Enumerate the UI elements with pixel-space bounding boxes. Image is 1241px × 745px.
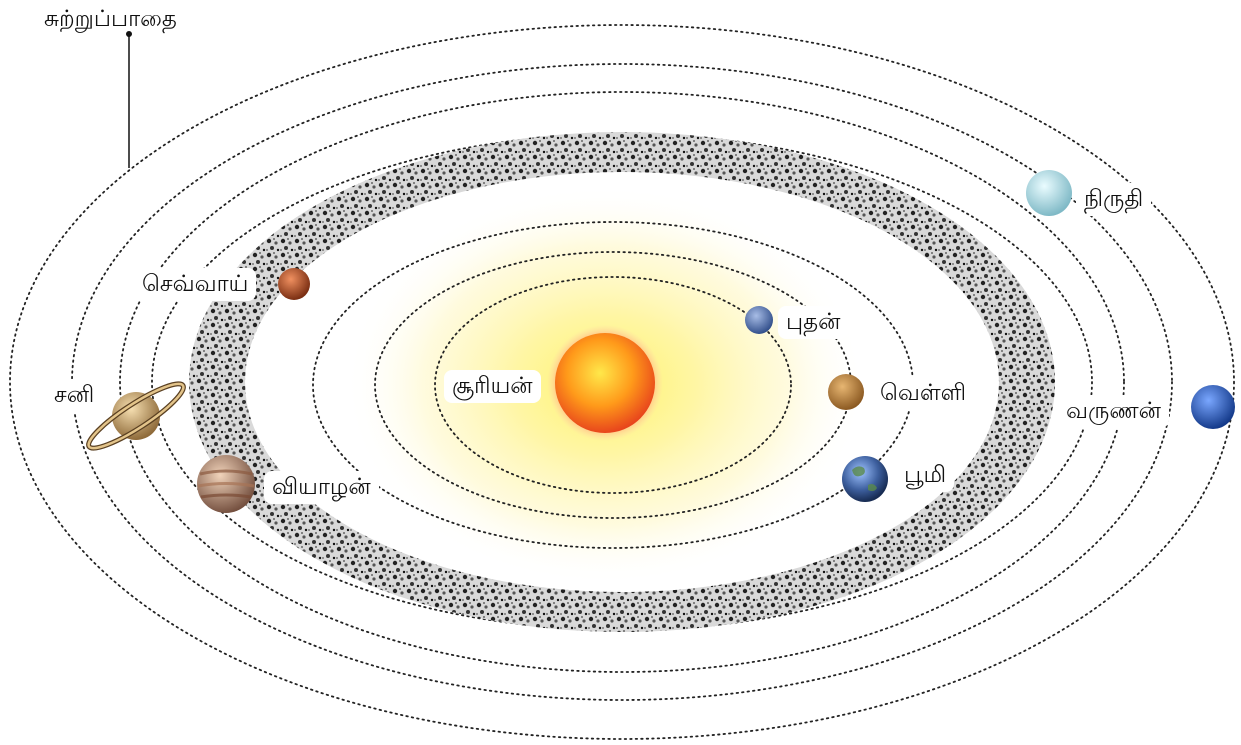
planet-label-jupiter: வியாழன் <box>264 471 379 504</box>
planet-label-mercury: புதன் <box>778 306 849 339</box>
sun <box>555 333 655 433</box>
planet-label-earth: பூமி <box>896 459 955 492</box>
planet-uranus <box>1026 170 1072 216</box>
sun-label: சூரியன் <box>444 370 541 403</box>
planet-neptune <box>1191 385 1235 429</box>
orbit-outer-2 <box>119 91 1125 673</box>
planet-earth <box>842 456 888 502</box>
planet-label-venus: வெள்ளி <box>872 377 975 410</box>
planet-jupiter <box>197 455 255 513</box>
planet-label-uranus: நிருதி <box>1076 183 1152 216</box>
planet-venus <box>828 374 864 410</box>
orbit-callout-dot <box>126 31 132 37</box>
planet-mars <box>278 268 310 300</box>
planet-saturn <box>86 381 186 451</box>
orbit-outer-4 <box>9 24 1235 740</box>
orbit-inner-1 <box>434 276 792 494</box>
planet-label-mars: செவ்வாய் <box>134 268 257 301</box>
orbit-callout-label: சுற்றுப்பாதை <box>44 6 177 32</box>
planet-label-neptune: வருணன் <box>1058 395 1169 428</box>
planet-label-saturn: சனி <box>46 379 103 412</box>
planet-mercury <box>745 306 773 334</box>
